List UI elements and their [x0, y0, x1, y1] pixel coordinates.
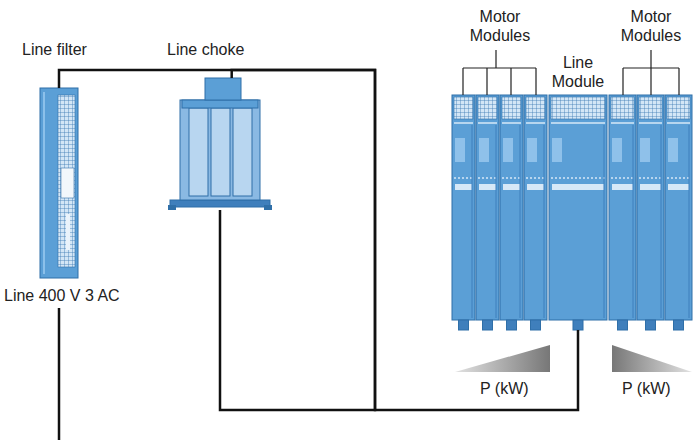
module-trim	[454, 177, 473, 179]
module-housing	[609, 95, 636, 320]
module-trim	[611, 122, 634, 124]
group-bracket	[463, 50, 536, 95]
module-foot	[507, 320, 517, 330]
module-plate	[552, 138, 562, 162]
module-top-vent	[667, 97, 690, 119]
module-top-vent	[502, 97, 521, 119]
module-housing	[452, 95, 475, 320]
device-label: Motor Modules	[615, 7, 687, 45]
module-foot	[674, 320, 684, 330]
module-foot	[459, 320, 469, 330]
module-plate	[527, 184, 544, 190]
module-foot	[618, 320, 628, 330]
module-plate	[668, 138, 678, 162]
module-housing	[476, 95, 499, 320]
drive-rack	[452, 95, 692, 330]
module-top-vent	[611, 97, 634, 119]
module-plate	[503, 184, 520, 190]
module-foot	[646, 320, 656, 330]
module-trim	[526, 177, 545, 179]
module-trim	[604, 125, 605, 318]
power-wedge	[612, 345, 692, 372]
module-trim	[667, 122, 690, 124]
power-wedge	[455, 345, 550, 372]
device-label: Line choke	[167, 40, 244, 59]
module-top-vent	[551, 97, 605, 119]
module-trim	[478, 122, 497, 124]
module-trim	[551, 177, 605, 179]
group-bracket	[623, 50, 679, 95]
device-node: Line filter	[40, 88, 78, 278]
device-label: Motor Modules	[464, 7, 536, 45]
module-trim	[639, 122, 662, 124]
module-trim	[502, 177, 521, 179]
module-trim	[478, 177, 497, 179]
supply-label: Line 400 V 3 AC	[4, 286, 120, 305]
line-filter-drawing	[40, 88, 78, 278]
device-node: Motor Modules	[452, 95, 548, 330]
module-trim	[689, 125, 690, 318]
module-plate	[455, 138, 465, 162]
device-label: Line filter	[22, 40, 87, 59]
module-plate	[503, 138, 513, 162]
module-trim	[544, 125, 545, 318]
module-trim	[454, 122, 473, 124]
module-plate	[455, 184, 472, 190]
module-plate	[612, 184, 633, 190]
module-trim	[667, 177, 690, 179]
module-plate	[479, 184, 496, 190]
module-trim	[526, 122, 545, 124]
module-plate	[668, 184, 689, 190]
device-node: Motor Modules	[609, 95, 693, 330]
module-housing	[500, 95, 523, 320]
module-housing	[524, 95, 547, 320]
power-axis-label: P (kW)	[480, 379, 529, 398]
power-cable	[59, 70, 375, 410]
module-trim	[496, 125, 497, 318]
device-node: Line choke	[175, 78, 265, 210]
module-trim	[611, 177, 634, 179]
module-trim	[472, 125, 473, 318]
module-top-vent	[454, 97, 473, 119]
module-top-vent	[526, 97, 545, 119]
module-housing	[665, 95, 692, 320]
module-plate	[479, 138, 489, 162]
module-plate	[552, 184, 604, 190]
module-trim	[502, 122, 521, 124]
line-choke-drawing	[168, 78, 272, 210]
module-top-vent	[478, 97, 497, 119]
module-top-vent	[639, 97, 662, 119]
module-plate	[640, 184, 661, 190]
module-housing	[549, 95, 607, 320]
module-plate	[527, 138, 537, 162]
module-trim	[551, 122, 605, 124]
module-foot	[573, 320, 583, 330]
module-housing	[637, 95, 664, 320]
module-trim	[661, 125, 662, 318]
supply-wire	[58, 308, 61, 440]
power-axis-label: P (kW)	[622, 379, 671, 398]
device-label: Line Module	[546, 53, 610, 91]
module-plate	[640, 138, 650, 162]
module-trim	[639, 177, 662, 179]
power-cable	[232, 70, 578, 410]
module-foot	[531, 320, 541, 330]
module-plate	[612, 138, 622, 162]
module-trim	[633, 125, 634, 318]
module-foot	[483, 320, 493, 330]
device-node: Line Module	[549, 95, 607, 330]
module-trim	[520, 125, 521, 318]
